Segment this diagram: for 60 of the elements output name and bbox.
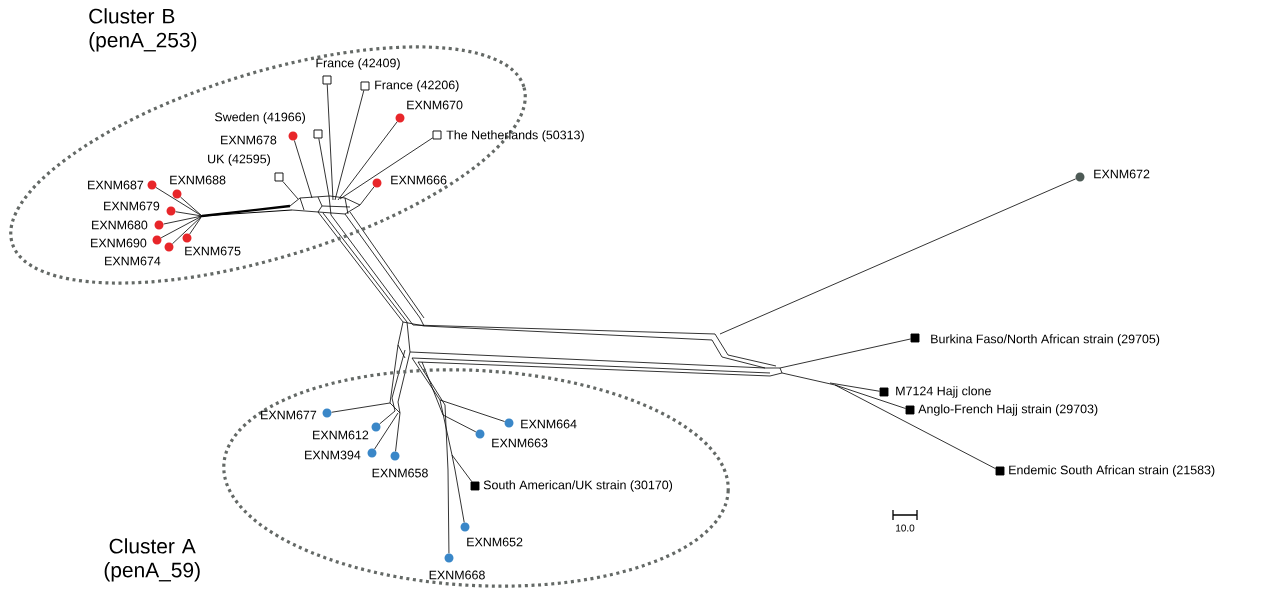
branch-line	[379, 410, 396, 425]
branch-line	[334, 90, 365, 201]
sample-label: EXNM688	[170, 175, 226, 185]
sample-label: EXNM672	[1094, 169, 1150, 179]
sample-label: EXNM612	[313, 430, 369, 440]
sample-label: EXNM668	[429, 570, 485, 580]
sample-label: The Netherlands (50313)	[446, 130, 584, 142]
branch-line	[719, 178, 1077, 335]
sample-label: France (42206)	[375, 80, 459, 92]
sample-label: EXNM674	[105, 256, 161, 266]
sample-label: UK (42595)	[208, 154, 270, 166]
sample-label: Burkina Faso/North African strain (29705)	[931, 334, 1160, 346]
branch-line	[447, 469, 450, 554]
sample-label: Anglo-French Hajj strain (29703)	[918, 404, 1098, 416]
branch-line	[163, 215, 203, 225]
sample-label: M7124 Hajj clone	[896, 386, 991, 398]
sample-label: EXNM670	[407, 100, 463, 110]
sample-label: EXNM675	[185, 246, 241, 256]
branch-line	[829, 382, 880, 392]
sample-label: EXNM690	[91, 238, 147, 248]
sample-label: South American/UK strain (30170)	[483, 480, 673, 492]
branch-line	[331, 402, 391, 413]
sample-label: EXNM652	[467, 537, 523, 547]
branch-line	[337, 121, 398, 201]
branch-line	[318, 138, 330, 197]
sample-label: Endemic South African strain (21583)	[1009, 465, 1215, 477]
branch-line	[189, 215, 203, 235]
branch-line	[834, 384, 906, 409]
sample-label: EXNM664	[521, 419, 577, 429]
branch-line	[294, 140, 313, 199]
branch-line	[451, 454, 473, 482]
branch-line	[442, 414, 477, 433]
branch-line	[779, 338, 911, 369]
branch-line	[339, 137, 433, 200]
branch-line	[395, 412, 401, 452]
cluster-title: Cluster B (penA_253)	[89, 8, 197, 52]
sample-label: France (42409)	[316, 58, 400, 70]
branch-line	[175, 211, 203, 217]
sample-label: EXNM678	[221, 135, 277, 145]
branch-line	[439, 399, 505, 422]
sample-label: EXNM663	[492, 438, 548, 448]
sample-label: EXNM658	[372, 468, 428, 478]
branch-line	[454, 469, 465, 523]
branch-line	[282, 181, 299, 200]
scale-label: 10.0	[896, 524, 915, 532]
sample-label: EXNM687	[88, 180, 144, 190]
sample-label: Sweden (41966)	[215, 112, 305, 124]
sample-label: EXNM677	[261, 410, 317, 420]
branch-line	[326, 84, 334, 201]
branch-line	[359, 186, 375, 206]
branch-line	[172, 215, 203, 245]
branch-line	[374, 412, 399, 450]
branch-line	[160, 215, 203, 239]
sample-label: EXNM394	[305, 450, 361, 460]
sample-label: EXNM666	[391, 175, 447, 185]
sample-label: EXNM679	[104, 201, 160, 211]
branch-line	[180, 196, 203, 217]
sample-label: EXNM680	[92, 220, 148, 230]
branch-line	[834, 384, 996, 470]
cluster-title: Cluster A (penA_59)	[104, 538, 200, 582]
